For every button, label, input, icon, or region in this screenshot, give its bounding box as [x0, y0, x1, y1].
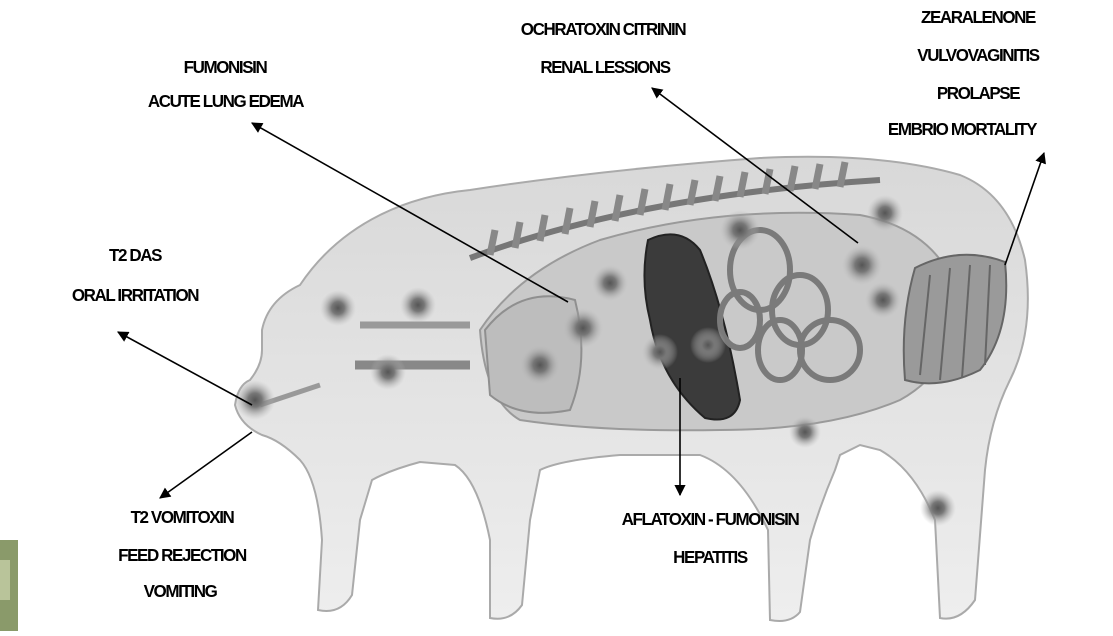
zearalenone-effect-1: VULVOVAGINITIS: [868, 46, 1088, 67]
fumonisin-effect: ACUTE LUNG EDEMA: [78, 92, 373, 113]
t2-vomitoxin-effect-1: FEED REJECTION: [52, 546, 312, 567]
arrow-snout: [160, 432, 252, 498]
corner-photo-fragment: [0, 540, 18, 631]
ochratoxin-effect: RENAL LESSIONS: [480, 58, 730, 79]
t2-vomitoxin-effect-2: VOMITING: [100, 582, 260, 603]
aflatoxin-effect: HEPATITIS: [620, 548, 800, 569]
zearalenone-effect-3: EMBRIO MORTALITY: [812, 120, 1112, 141]
ochratoxin-title: OCHRATOXIN CITRININ: [433, 20, 773, 41]
arrow-mouth: [118, 332, 252, 405]
aflatoxin-title: AFLATOXIN - FUMONISIN: [540, 510, 880, 531]
fumonisin-title: FUMONISIN: [150, 58, 300, 79]
t2-vomitoxin-title: T2 VOMITOXIN: [72, 508, 292, 529]
t2-das-effect: ORAL IRRITATION: [10, 286, 260, 307]
arrow-reproductive: [1005, 153, 1044, 265]
zearalenone-title: ZEARALENONE: [888, 8, 1068, 29]
zearalenone-effect-2: PROLAPSE: [898, 84, 1058, 105]
t2-das-title: T2 DAS: [70, 246, 200, 267]
